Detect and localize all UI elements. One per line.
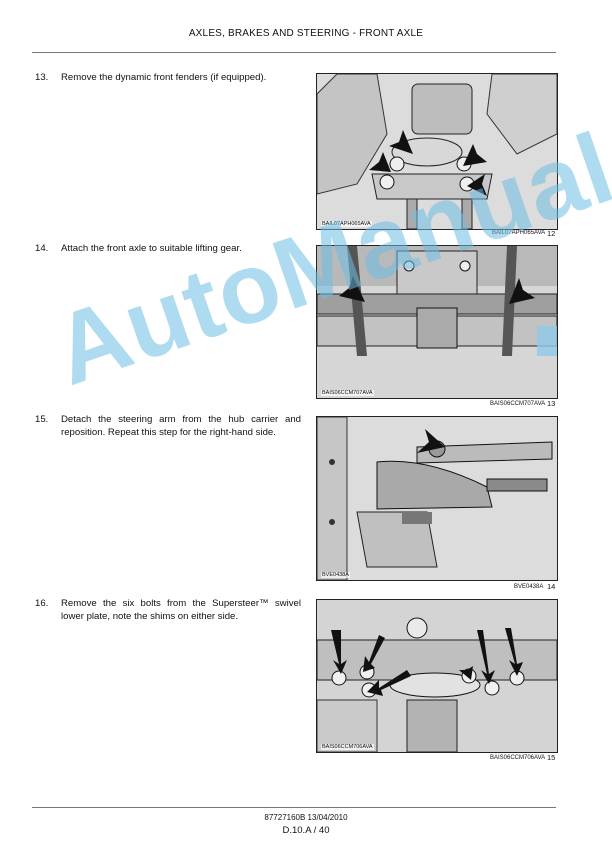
figure-caption-code: BVE0438A [514, 584, 544, 590]
step-number: 15. [35, 414, 49, 425]
figure-number: 15 [547, 753, 556, 762]
figure-12-image: BAIL07APH065AVA [316, 73, 558, 230]
step-text: Remove the six bolts from the Supersteer… [61, 598, 301, 622]
footer-doc-ref: 87727160B 13/04/2010 [264, 813, 348, 822]
figure-14-image: BVE0438A [316, 416, 558, 581]
figure-caption-code: BAIL07APH065AVA [492, 230, 546, 236]
figure-number: 12 [547, 229, 556, 238]
footer-divider [32, 807, 556, 808]
figure-code-label: BVE0438A [321, 572, 350, 578]
step-number: 16. [35, 598, 49, 609]
fender-mount-illustration [317, 74, 557, 229]
axle-lifting-illustration [317, 246, 557, 398]
figure-13-image: BAIS06CCM707AVA [316, 245, 558, 399]
header-divider [32, 52, 556, 53]
footer-page-number: D.10.A / 40 [282, 825, 330, 836]
figure-caption-code: BAIS06CCM706AVA [490, 755, 546, 761]
page-header-title: AXLES, BRAKES AND STEERING - FRONT AXLE [188, 28, 424, 39]
swivel-plate-bolts-illustration [317, 600, 557, 752]
steering-arm-illustration [317, 417, 557, 580]
step-number: 13. [35, 72, 49, 83]
step-number: 14. [35, 243, 49, 254]
step-text: Detach the steering arm from the hub car… [61, 414, 301, 438]
figure-code-label: BAIS06CCM707AVA [321, 390, 374, 396]
figure-code-label: BAIS06CCM706AVA [321, 744, 374, 750]
figure-caption-code: BAIS06CCM707AVA [490, 401, 546, 407]
figure-15-image: BAIS06CCM706AVA [316, 599, 558, 753]
step-text: Attach the front axle to suitable liftin… [61, 243, 242, 254]
figure-code-label: BAIL07APH065AVA [321, 221, 372, 227]
figure-number: 14 [547, 582, 556, 591]
figure-number: 13 [547, 399, 556, 408]
step-text: Remove the dynamic front fenders (if equ… [61, 72, 267, 83]
